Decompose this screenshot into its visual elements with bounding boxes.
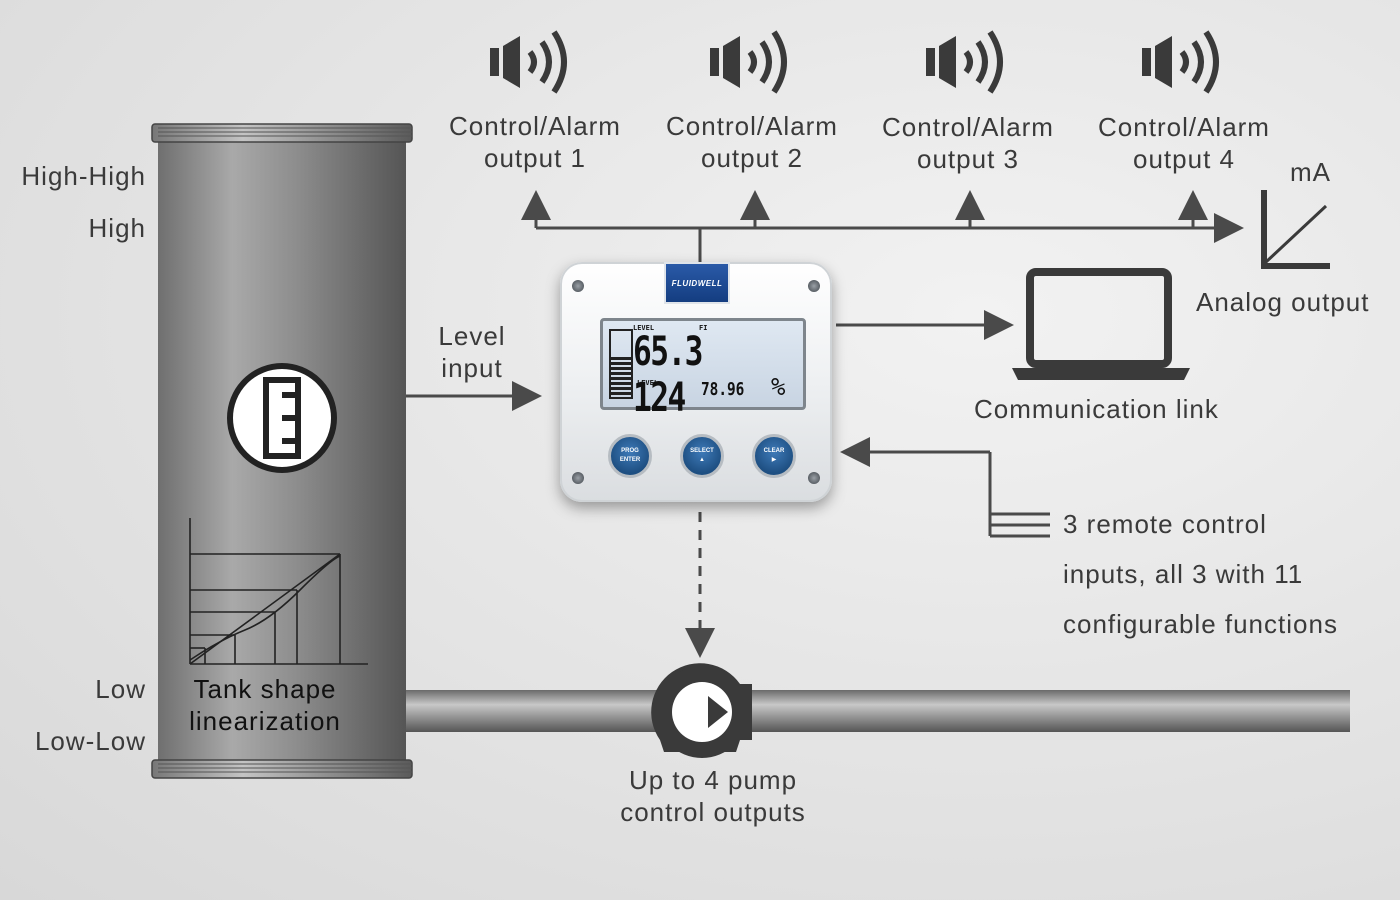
lcd-unit: % — [771, 373, 786, 401]
level-input-line2: input — [441, 353, 503, 383]
tank-linearization-label: Tank shape linearization — [160, 673, 370, 737]
output-1-line2: output 1 — [484, 143, 586, 173]
level-low-low-label: Low-Low — [34, 726, 146, 756]
select-up-button[interactable]: SELECT ▲ — [680, 434, 724, 478]
pump-label: Up to 4 pump control outputs — [600, 764, 826, 828]
lcd-level-label-2: LEVEL — [637, 379, 659, 387]
clear-right-button[interactable]: CLEAR ▶ — [752, 434, 796, 478]
screw-icon — [572, 280, 584, 292]
lcd-display: LEVEL FI 65.3 124 LEVEL 78.96 % — [600, 318, 806, 421]
speaker-icon-3 — [926, 30, 1003, 94]
lcd-fl-label: FI — [699, 324, 708, 332]
enter-label: ENTER — [619, 457, 641, 463]
output-bus — [521, 190, 1244, 262]
lcd-secondary-value: 78.96 — [701, 379, 745, 400]
lcd-bargraph — [609, 329, 633, 399]
level-controller-device: FLUIDWELL LEVEL FI 65.3 124 LEVEL 78.96 … — [560, 262, 832, 502]
remote-inputs-lines — [840, 437, 1050, 538]
output-2-line1: Control/Alarm — [666, 111, 838, 141]
screw-icon — [572, 472, 584, 484]
output-1-label: Control/Alarm output 1 — [430, 110, 640, 174]
analog-unit-label: mA — [1290, 157, 1331, 187]
lcd-main-value: 65.3 124 — [633, 329, 703, 421]
output-3-line2: output 3 — [917, 144, 1019, 174]
level-input-line1: Level — [438, 321, 506, 351]
output-4-line2: output 4 — [1133, 144, 1235, 174]
output-3-label: Control/Alarm output 3 — [863, 111, 1073, 175]
screw-icon — [808, 280, 820, 292]
output-2-label: Control/Alarm output 2 — [647, 110, 857, 174]
remote-line1: 3 remote control — [1063, 509, 1267, 539]
lcd-level-label: LEVEL — [633, 324, 655, 332]
output-4-line1: Control/Alarm — [1098, 112, 1270, 142]
tank-linearization-line2: linearization — [189, 706, 341, 736]
output-4-label: Control/Alarm output 4 — [1079, 111, 1289, 175]
prog-enter-button[interactable]: PROG ENTER — [608, 434, 652, 478]
tank-linearization-line1: Tank shape — [193, 674, 337, 704]
speaker-icon-4 — [1142, 30, 1219, 94]
pump-label-line2: control outputs — [620, 797, 806, 827]
speaker-icon-2 — [710, 30, 787, 94]
analog-ma-icon — [1261, 190, 1330, 269]
lcd-bargraph-fill — [611, 357, 631, 397]
brand-logo: FLUIDWELL — [664, 262, 730, 304]
level-input-label: Level input — [420, 320, 524, 384]
prog-label: PROG — [621, 448, 639, 454]
output-3-line1: Control/Alarm — [882, 112, 1054, 142]
right-arrow-icon: ▶ — [771, 457, 777, 463]
output-2-line2: output 2 — [701, 143, 803, 173]
level-low-label: Low — [95, 674, 146, 704]
level-high-label: High — [88, 213, 146, 243]
output-1-line1: Control/Alarm — [449, 111, 621, 141]
pump-label-line1: Up to 4 pump — [628, 765, 798, 795]
linearization-graph-icon — [189, 518, 368, 665]
pipe — [405, 690, 1350, 732]
level-high-high-label: High-High — [21, 161, 146, 191]
level-sensor-icon — [227, 363, 337, 473]
remote-line3: configurable functions — [1063, 609, 1338, 639]
analog-output-label: Analog output — [1196, 287, 1370, 317]
laptop-icon — [1012, 268, 1190, 380]
select-label: SELECT — [690, 448, 714, 454]
pump-icon — [651, 663, 752, 758]
clear-label: CLEAR — [763, 448, 785, 454]
remote-line2: inputs, all 3 with 11 — [1063, 559, 1304, 589]
speaker-icon-1 — [490, 30, 567, 94]
up-arrow-icon: ▲ — [699, 457, 705, 463]
screw-icon — [808, 472, 820, 484]
communication-link-label: Communication link — [974, 394, 1219, 424]
